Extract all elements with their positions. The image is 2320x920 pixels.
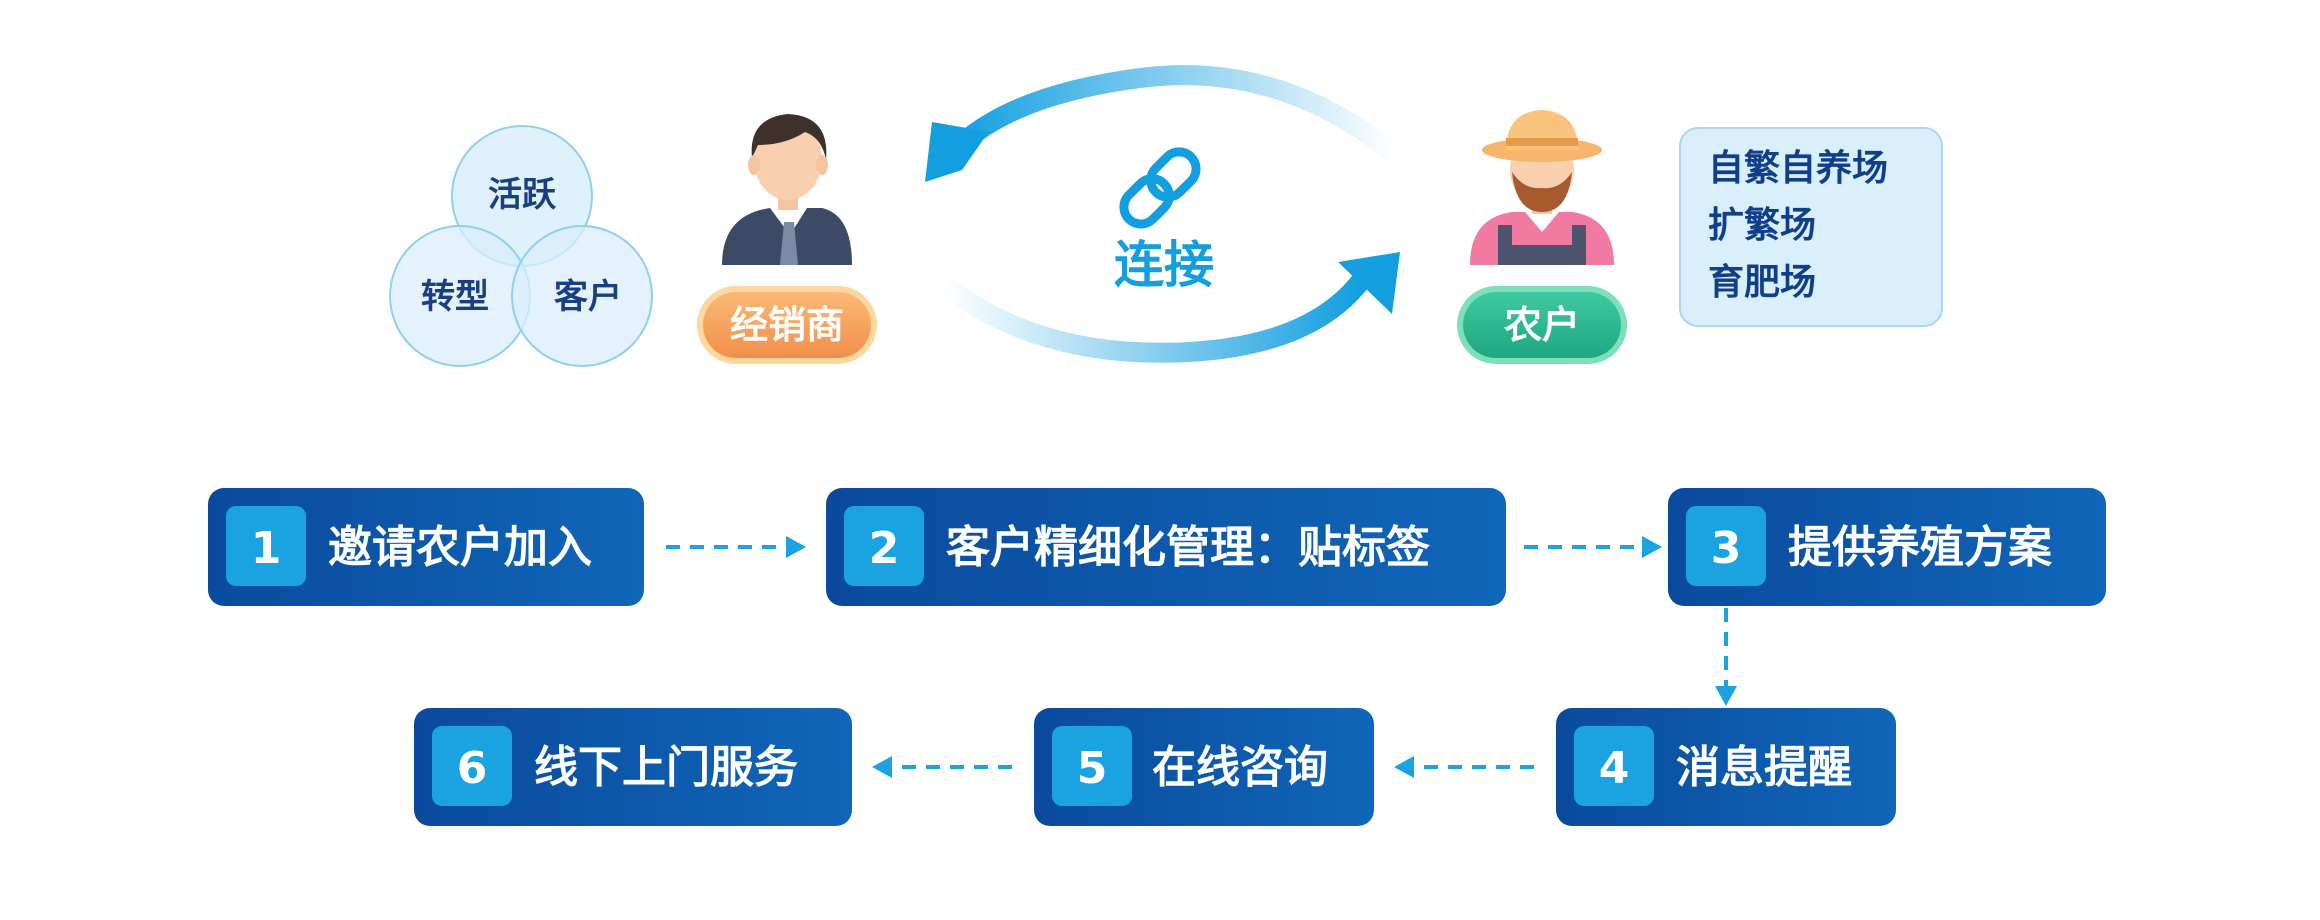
farmer-badge: 农户: [1457, 286, 1627, 364]
step-number: 1: [251, 523, 282, 574]
venn-circle-right: [511, 225, 653, 367]
arrowhead-icon: [786, 536, 806, 558]
venn-label-transform: 转型: [421, 277, 489, 317]
step-number: 4: [1599, 743, 1630, 794]
farmer-avatar-icon: [1470, 110, 1614, 265]
arrowhead-icon: [1642, 536, 1662, 558]
farm-type-item: 自繁自养场: [1708, 147, 1888, 189]
farm-types-panel: 自繁自养场 扩繁场 育肥场: [1679, 127, 1943, 327]
arrowhead-icon: [872, 756, 892, 778]
step-label: 客户精细化管理：贴标签: [946, 522, 1430, 573]
dealer-label: 经销商: [730, 303, 844, 347]
connection-cycle: [925, 65, 1405, 363]
step-6: 6 线下上门服务: [414, 708, 852, 826]
step-number: 3: [1711, 523, 1742, 574]
step-label: 线下上门服务: [534, 742, 798, 793]
step-3: 3 提供养殖方案: [1668, 488, 2106, 606]
step-4: 4 消息提醒: [1556, 708, 1896, 826]
venn-diagram: 活跃 转型 客户: [389, 125, 653, 367]
step-label: 提供养殖方案: [1788, 522, 2053, 573]
dealer-badge: 经销商: [697, 286, 877, 364]
dealer-avatar-icon: [722, 114, 852, 265]
flow-arrowheads: [786, 536, 1737, 778]
step-number: 6: [457, 743, 488, 794]
venn-label-active: 活跃: [488, 175, 557, 215]
step-2: 2 客户精细化管理：贴标签: [826, 488, 1506, 606]
step-5: 5 在线咨询: [1034, 708, 1374, 826]
farmer-label: 农户: [1504, 303, 1580, 347]
step-label: 邀请农户加入: [328, 522, 592, 573]
venn-label-customer: 客户: [554, 277, 622, 317]
step-label: 在线咨询: [1152, 742, 1328, 793]
step-number: 2: [869, 523, 900, 574]
farm-type-item: 扩繁场: [1708, 205, 1816, 246]
step-1: 1 邀请农户加入: [208, 488, 644, 606]
step-number: 5: [1077, 743, 1108, 794]
farm-type-item: 育肥场: [1708, 262, 1816, 303]
step-label: 消息提醒: [1676, 742, 1852, 793]
arc-dealer-to-farmer: [935, 272, 1370, 363]
flow-arrows: [666, 545, 1728, 769]
arrowhead-to-farmer-icon: [1338, 252, 1400, 314]
link-label: 连接: [1114, 236, 1214, 294]
arc-farmer-to-dealer: [945, 65, 1405, 165]
arrowhead-icon: [1715, 686, 1737, 706]
chain-link-icon: [1115, 143, 1205, 233]
arrowhead-icon: [1394, 756, 1414, 778]
